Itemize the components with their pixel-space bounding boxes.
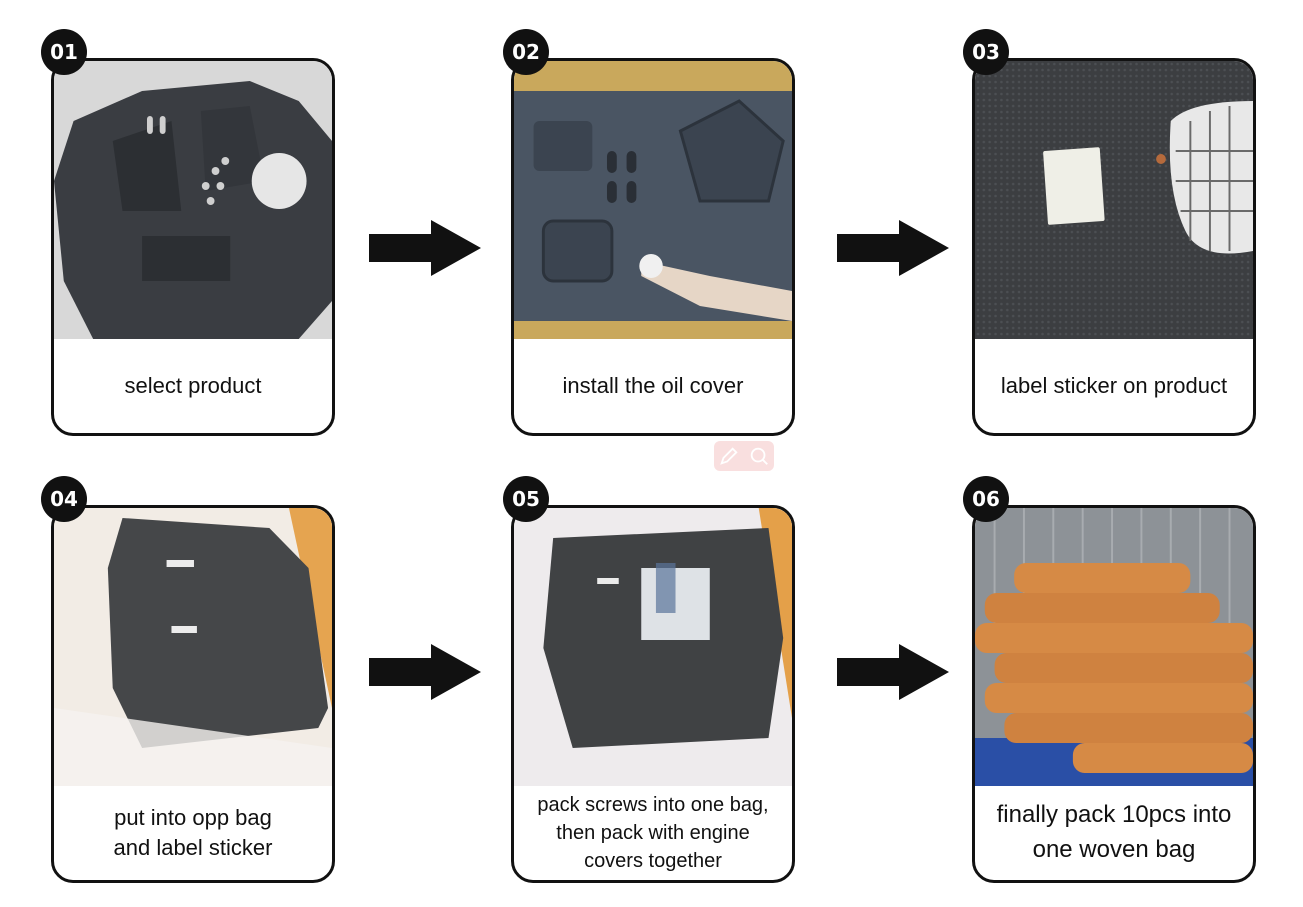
step-caption-4: put into opp bag and label sticker [113, 805, 273, 860]
search-icon [750, 447, 768, 465]
right-arrow-icon [369, 220, 481, 276]
step-caption-5: pack screws into one bag, then pack with… [537, 794, 769, 872]
step-caption-6: finally pack 10pcs into one woven bag [996, 801, 1232, 863]
step-card-3: label sticker on product [972, 58, 1256, 436]
step-photo-1 [54, 61, 332, 339]
step-card-4: put into opp bag and label sticker [51, 505, 335, 883]
step-badge-4: 04 [41, 476, 87, 522]
step-caption-2: install the oil cover [562, 373, 744, 399]
step-caption-3: label sticker on product [1000, 373, 1228, 399]
step-badge-5: 05 [503, 476, 549, 522]
right-arrow-icon [837, 644, 949, 700]
step-badge-3: 03 [963, 29, 1009, 75]
step-card-2: install the oil cover [511, 58, 795, 436]
pencil-icon [720, 447, 738, 465]
step-photo-2 [514, 61, 792, 339]
step-photo-3 [975, 61, 1253, 339]
step-caption-1: select product [124, 373, 262, 399]
step-badge-2: 02 [503, 29, 549, 75]
step-photo-4 [54, 508, 332, 786]
step-badge-6: 06 [963, 476, 1009, 522]
step-photo-6 [975, 508, 1253, 786]
watermark [714, 441, 774, 471]
step-card-1: select product [51, 58, 335, 436]
step-card-5: pack screws into one bag, then pack with… [511, 505, 795, 883]
step-photo-5 [514, 508, 792, 786]
step-badge-1: 01 [41, 29, 87, 75]
right-arrow-icon [837, 220, 949, 276]
step-card-6: finally pack 10pcs into one woven bag [972, 505, 1256, 883]
right-arrow-icon [369, 644, 481, 700]
